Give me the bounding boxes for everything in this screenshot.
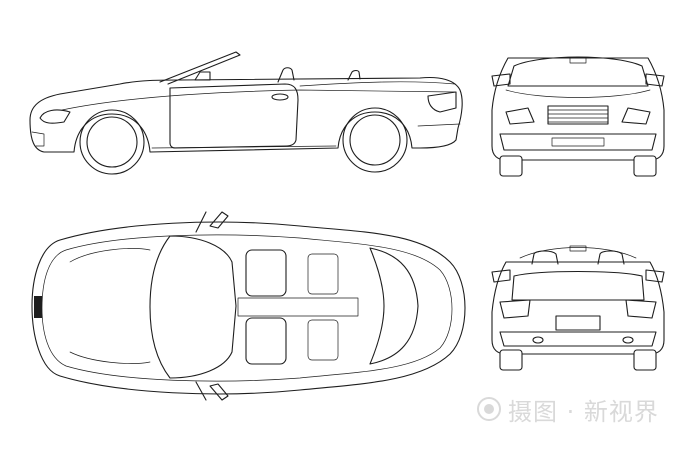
car-rear-view <box>491 245 665 371</box>
side-front-grille <box>31 131 45 147</box>
rear-right-exhaust <box>622 336 634 344</box>
side-belt-line <box>61 89 456 111</box>
top-left-mirror <box>209 211 229 229</box>
rear-mirror <box>569 245 587 252</box>
top-windshield <box>149 235 237 379</box>
rear-left-mirror <box>491 269 511 283</box>
front-hood-line <box>505 89 651 98</box>
side-tail-light <box>427 91 457 113</box>
side-door <box>169 83 299 149</box>
top-front-grille <box>34 296 42 318</box>
side-front-wheel-tire <box>79 109 145 175</box>
top-seat-right <box>245 317 287 365</box>
front-right-tire <box>633 155 657 177</box>
rear-trunk-lid <box>511 270 645 301</box>
camera-logo-icon <box>477 397 501 421</box>
top-rear-seat-right <box>307 319 339 361</box>
top-rear-deck <box>369 247 419 365</box>
watermark: 摄图 · 新视界 <box>476 392 686 426</box>
top-center-console <box>237 297 359 317</box>
front-right-mirror <box>645 73 665 87</box>
side-headlight <box>39 109 71 124</box>
rear-license-plate <box>555 315 601 331</box>
side-rear-wheel-tire <box>342 107 408 173</box>
top-body-outline <box>31 221 466 395</box>
rear-bumper <box>499 331 657 347</box>
car-front-view <box>491 56 665 177</box>
top-right-mirror <box>209 383 229 401</box>
front-grille <box>547 105 609 125</box>
rear-left-taillight <box>499 299 531 319</box>
side-headrest-front <box>277 67 295 83</box>
top-rear-seat-left <box>307 253 339 295</box>
front-rearview-mirror <box>569 57 587 64</box>
front-left-headlight <box>505 107 535 125</box>
top-a-pillar-left <box>195 211 207 233</box>
top-a-pillar-right <box>195 381 207 401</box>
side-headrest-rear <box>347 69 361 81</box>
rear-windshield-top <box>519 247 637 259</box>
top-hood-line <box>69 248 151 263</box>
front-left-mirror <box>491 73 511 87</box>
car-side-view <box>29 51 463 175</box>
rear-headrest-right <box>597 250 625 265</box>
front-grille-slats <box>547 109 609 123</box>
rear-body-outline <box>491 261 665 355</box>
front-left-tire <box>499 155 523 177</box>
side-rear-wheel-rim <box>349 114 401 166</box>
side-rear-bumper <box>417 123 461 127</box>
rear-headrest-left <box>531 250 559 265</box>
side-windshield-frame <box>159 51 241 85</box>
top-seat-left <box>245 249 287 297</box>
front-bumper <box>499 133 657 151</box>
side-mirror <box>194 71 211 81</box>
side-front-wheel-rim <box>86 116 138 168</box>
side-rear-deck <box>299 81 456 87</box>
rear-right-taillight <box>625 299 657 319</box>
front-windshield <box>507 56 649 87</box>
side-door-handle <box>271 93 289 101</box>
front-plate <box>551 137 605 147</box>
top-inner-outline <box>41 234 453 382</box>
car-top-view <box>31 211 466 401</box>
front-body-outline <box>491 57 665 161</box>
rear-right-tire <box>633 349 657 371</box>
watermark-text: 摄图 · 新视界 <box>508 397 659 426</box>
top-hood-line-2 <box>69 351 151 364</box>
rear-right-mirror <box>645 269 665 283</box>
front-right-headlight <box>621 107 651 125</box>
rear-left-exhaust <box>532 336 544 344</box>
rear-left-tire <box>499 349 523 371</box>
